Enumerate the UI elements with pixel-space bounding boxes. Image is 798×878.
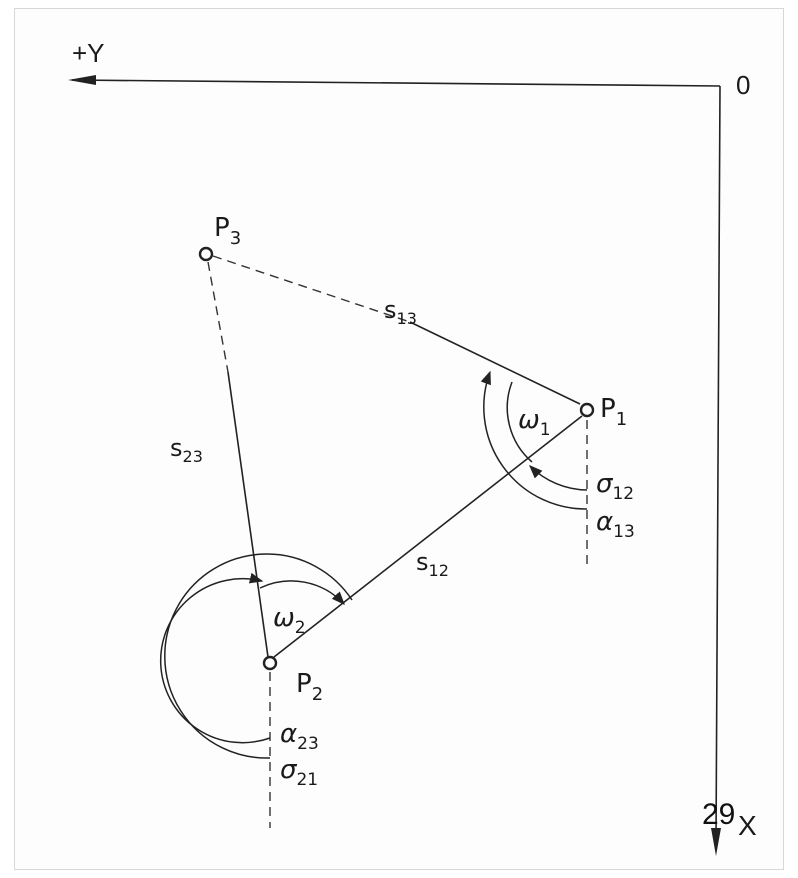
label-alpha23: α23 [280, 719, 319, 754]
page-number: 29 [702, 798, 735, 831]
label-s23: s23 [170, 434, 203, 466]
y-axis-label: +Y [72, 38, 105, 68]
alpha13-arc [480, 370, 588, 510]
origin-label: 0 [736, 70, 750, 100]
label-p1: P1 [600, 394, 627, 430]
point-p1 [579, 402, 595, 418]
label-s12: s12 [416, 548, 449, 580]
label-s13: s13 [384, 296, 417, 328]
y-axis-arrow [68, 75, 96, 85]
label-sigma21: σ21 [280, 755, 318, 790]
label-p2: P2 [296, 669, 323, 705]
point-p3 [198, 246, 214, 262]
label-omega2: ω2 [273, 603, 306, 638]
segment-s23-dashed [207, 261, 229, 373]
segment-s12 [273, 415, 583, 658]
omega1-arc [506, 381, 533, 463]
x-axis-arrow [711, 828, 721, 856]
figure-frame [14, 8, 784, 870]
label-p3: P3 [214, 213, 241, 249]
x-axis [715, 85, 721, 843]
segment-s23-solid [227, 371, 269, 658]
omega2-arc [259, 580, 345, 605]
point-p2 [262, 655, 278, 671]
label-omega1: ω1 [518, 405, 551, 440]
sigma21-arc [164, 553, 353, 759]
segment-s13-dashed [212, 255, 411, 323]
segment-s13-solid [409, 321, 581, 405]
alpha23-arc [159, 572, 271, 744]
label-alpha13: α13 [596, 507, 635, 542]
sigma12-arc [529, 465, 588, 491]
x-axis-label: X [738, 810, 757, 841]
label-sigma12: σ12 [596, 469, 634, 504]
y-axis [71, 79, 721, 87]
